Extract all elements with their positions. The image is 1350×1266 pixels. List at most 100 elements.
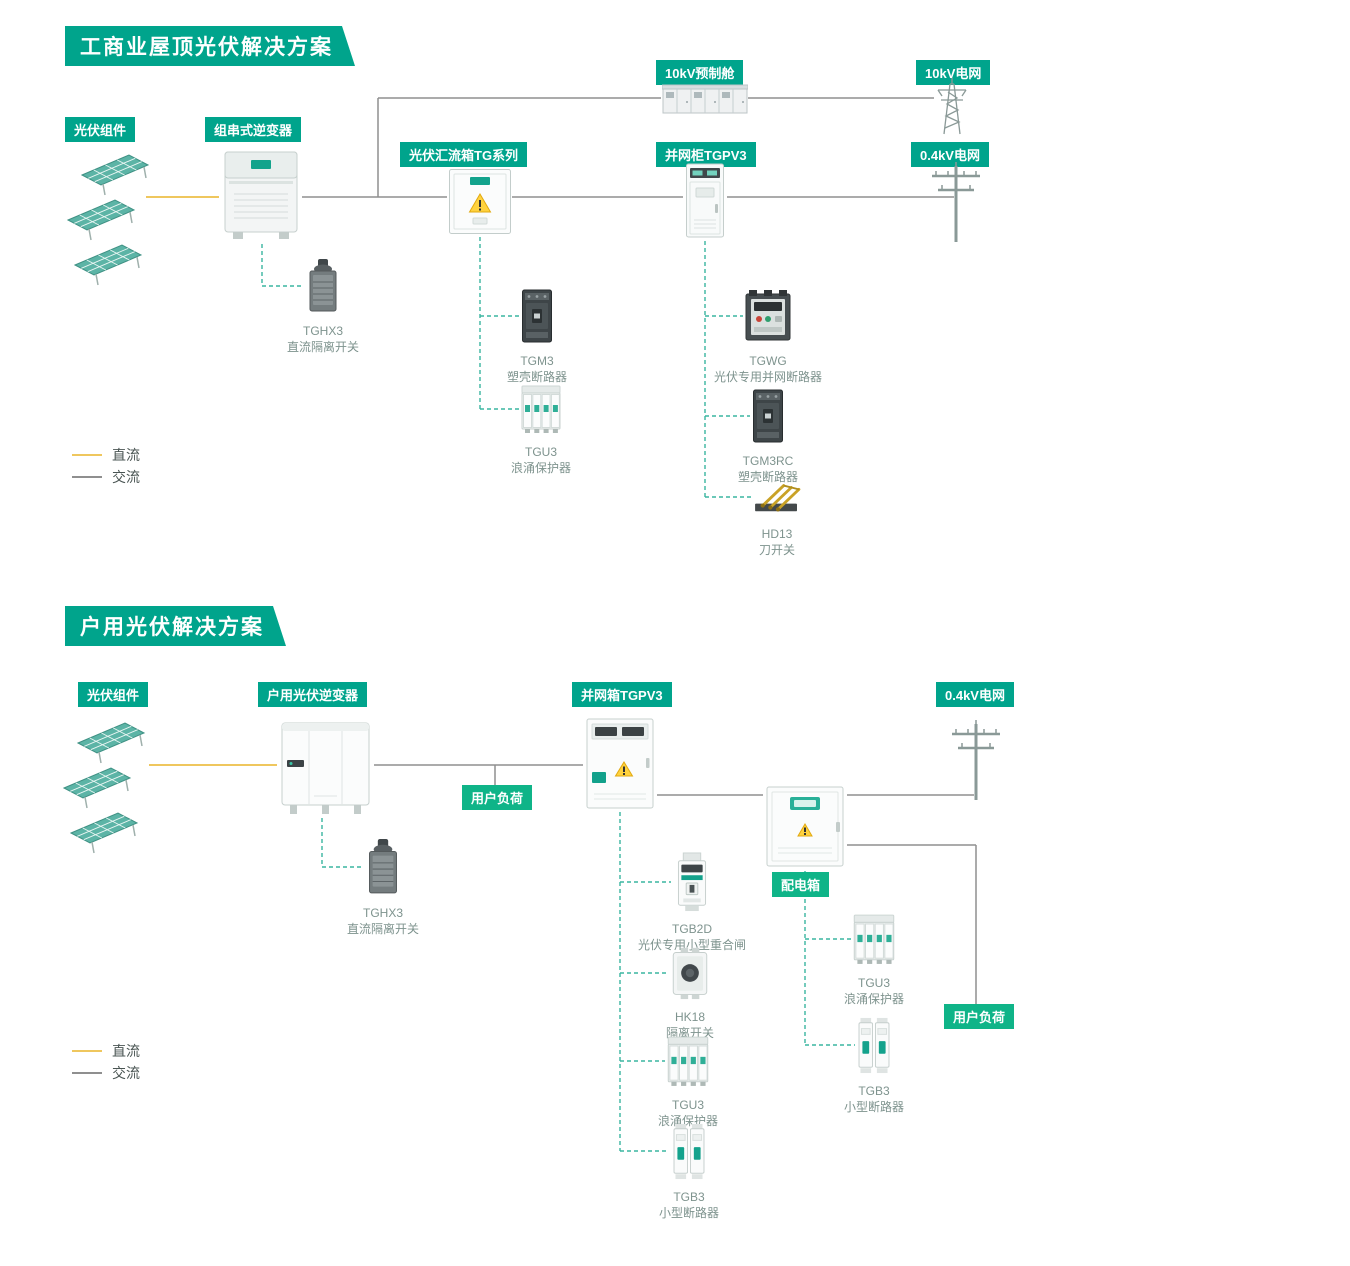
- solar-panels-icon: [67, 154, 149, 286]
- dc-isolator-icon: [303, 258, 343, 314]
- solar-panels-icon: [63, 722, 145, 854]
- component-caption: TGB3 小型断路器: [639, 1190, 739, 1221]
- component-model: HK18: [674, 1010, 706, 1024]
- combiner-box-icon: [448, 168, 512, 236]
- component-model: TGHX3: [302, 324, 343, 338]
- component-caption: TGHX3 直流隔离开关: [333, 906, 433, 937]
- power-pole-unit-s2: [948, 716, 1004, 807]
- component-desc: 光伏专用并网断路器: [713, 369, 822, 384]
- component-caption: TGB3 小型断路器: [824, 1084, 924, 1115]
- section1-title: 工商业屋顶光伏解决方案: [80, 36, 333, 59]
- s1-ac-wires: [302, 97, 954, 198]
- badge-grid-10kv: 10kV电网: [916, 60, 991, 85]
- component-model: TGB3: [673, 1190, 705, 1204]
- component-caption: TGM3 塑壳断路器: [487, 354, 587, 385]
- component-caption: TGM3RC 塑壳断路器: [718, 454, 818, 485]
- component-model: TGM3RC: [742, 454, 794, 468]
- pv-array-residential: [60, 720, 152, 861]
- badge-grid-cabinet: 并网柜TGPV3: [656, 142, 756, 167]
- component-desc: 直流隔离开关: [286, 339, 359, 354]
- s1-cabinet-accessory-links: [704, 241, 751, 498]
- dc-isolator-icon: [362, 838, 404, 896]
- combiner-box-unit: [448, 168, 512, 241]
- power-pole-unit-s1: [928, 158, 984, 249]
- component-model: TGB2D: [671, 922, 712, 936]
- component-model: TGB3: [858, 1084, 890, 1098]
- component-tgb3-distchain: TGB3 小型断路器: [824, 1016, 924, 1115]
- component-desc: 浪涌保护器: [657, 1113, 718, 1128]
- string-inverter-unit: [220, 148, 302, 249]
- component-model: TGM3: [520, 354, 554, 368]
- mccb-icon: [751, 388, 785, 444]
- component-model: TGU3: [857, 976, 890, 990]
- pv-recloser-icon: [672, 852, 712, 912]
- prefab-cabin-icon: [662, 83, 748, 115]
- component-caption: HD13 刀开关: [727, 527, 827, 558]
- pv-array-commercial: [64, 152, 156, 293]
- mcb-icon: [670, 1122, 708, 1180]
- component-tgb3-gridchain: TGB3 小型断路器: [639, 1122, 739, 1221]
- mcb-icon: [856, 1016, 892, 1074]
- component-caption: TGB2D 光伏专用小型重合闸: [617, 922, 767, 953]
- component-tghx3-s1: TGHX3 直流隔离开关: [273, 258, 373, 355]
- component-caption: TGWG 光伏专用并网断路器: [703, 354, 833, 385]
- distribution-box-unit: [764, 784, 846, 875]
- badge-user-load-left: 用户负荷: [462, 785, 533, 810]
- component-desc: 塑壳断路器: [506, 369, 567, 384]
- s1-combiner-accessory-links: [479, 237, 519, 410]
- mccb-icon: [520, 288, 554, 344]
- power-pole-icon: [948, 716, 1004, 802]
- component-model: TGU3: [524, 445, 557, 459]
- legend-s2: 直流 交流: [72, 1040, 140, 1084]
- component-tgm3: TGM3 塑壳断路器: [487, 288, 587, 385]
- component-desc: 光伏专用小型重合闸: [637, 937, 746, 952]
- s2-inverter-accessory-link: [321, 818, 361, 868]
- component-hk18: HK18 隔离开关: [640, 946, 740, 1041]
- legend-dc-line: [72, 1050, 102, 1052]
- legend-dc-line: [72, 454, 102, 456]
- surge-protector-icon: [852, 912, 896, 966]
- legend-ac-row: 交流: [72, 1062, 140, 1084]
- isolator-switch-icon: [668, 946, 712, 1000]
- component-tgm3rc: TGM3RC 塑壳断路器: [718, 388, 818, 485]
- badge-grid-04kv-s1: 0.4kV电网: [911, 142, 989, 167]
- component-caption: HK18 隔离开关: [640, 1010, 740, 1041]
- s1-wiring: [146, 97, 954, 498]
- component-caption: TGU3 浪涌保护器: [824, 976, 924, 1007]
- badge-string-inverter: 组串式逆变器: [205, 117, 302, 142]
- badge-pv-modules-s2: 光伏组件: [78, 682, 149, 707]
- legend-ac-label: 交流: [112, 1065, 140, 1081]
- component-desc: 塑壳断路器: [737, 469, 798, 484]
- transmission-tower-icon: [932, 76, 972, 136]
- legend-ac-label: 交流: [112, 469, 140, 485]
- string-inverter-icon: [220, 148, 302, 244]
- legend-dc-label: 直流: [112, 1043, 140, 1059]
- badge-prefab-cabin: 10kV预制舱: [656, 60, 744, 85]
- section1-title-banner: 工商业屋顶光伏解决方案: [65, 26, 355, 66]
- grid-cabinet-icon: [684, 162, 726, 240]
- component-model: TGWG: [749, 354, 787, 368]
- distribution-box-icon: [764, 784, 846, 870]
- transmission-tower-unit: [932, 76, 972, 141]
- badge-resi-inverter: 户用光伏逆变器: [258, 682, 368, 707]
- grid-box-unit: [584, 716, 656, 816]
- surge-protector-icon: [666, 1034, 710, 1088]
- s1-inverter-accessory-link: [261, 244, 302, 287]
- component-desc: 小型断路器: [843, 1099, 904, 1114]
- component-model: TGU3: [671, 1098, 704, 1112]
- component-desc: 浪涌保护器: [843, 991, 904, 1006]
- legend-dc-label: 直流: [112, 447, 140, 463]
- section2-title: 户用光伏解决方案: [80, 616, 264, 639]
- surge-protector-icon: [520, 383, 562, 435]
- component-caption: TGU3 浪涌保护器: [638, 1098, 738, 1129]
- grid-cabinet-unit: [684, 162, 726, 245]
- s2-distbox-accessory-links: [804, 871, 855, 1046]
- power-pole-icon: [928, 158, 984, 244]
- s2-gridbox-accessory-links: [619, 812, 671, 1152]
- legend-dc-row: 直流: [72, 1040, 140, 1062]
- grid-box-icon: [584, 716, 656, 811]
- component-desc: 浪涌保护器: [510, 460, 571, 475]
- component-caption: TGHX3 直流隔离开关: [273, 324, 373, 355]
- component-tgu3-distchain: TGU3 浪涌保护器: [824, 912, 924, 1007]
